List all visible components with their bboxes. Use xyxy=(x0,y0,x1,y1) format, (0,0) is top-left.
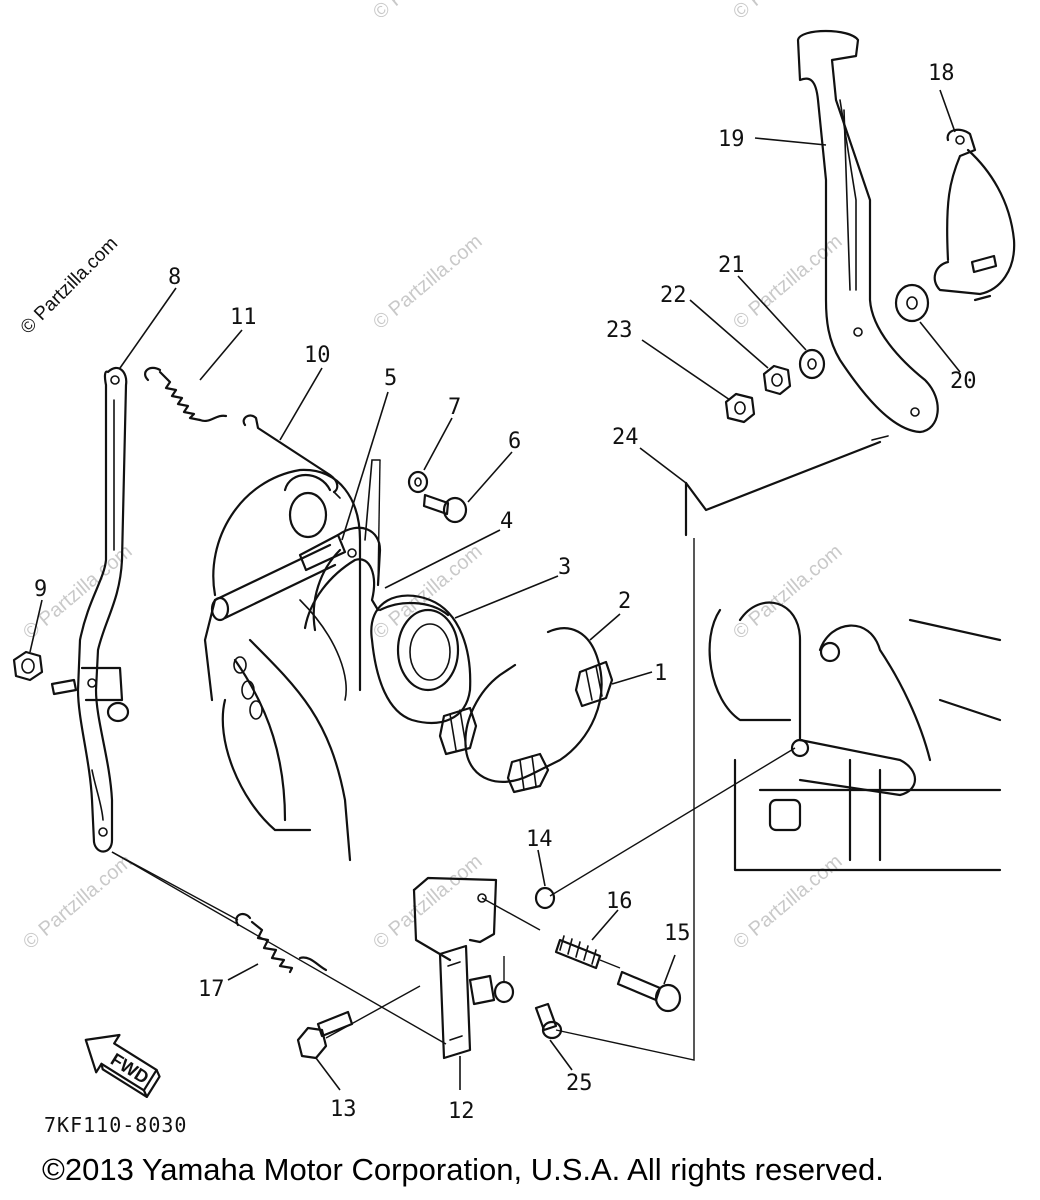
callout-20: 20 xyxy=(950,369,977,394)
part-10-rod xyxy=(242,414,341,499)
assembly-guide-lines xyxy=(111,459,796,1061)
watermark-tile: © Partzilla.com xyxy=(729,0,846,24)
engine-block xyxy=(203,468,362,862)
part-15-bolt xyxy=(616,970,682,1013)
callout-15: 15 xyxy=(664,921,691,946)
callout-25: 25 xyxy=(566,1071,593,1096)
callout-2: 2 xyxy=(618,589,631,614)
engine-right xyxy=(708,601,1002,872)
part-6-bolt xyxy=(422,493,468,524)
copyright-notice: ©2013 Yamaha Motor Corporation, U.S.A. A… xyxy=(42,1152,884,1187)
part-11-spring xyxy=(144,366,228,422)
watermark-tile: © Partzilla.com xyxy=(729,850,846,953)
callout-9: 9 xyxy=(34,577,47,602)
part-17-spring xyxy=(235,912,328,974)
callout-21: 21 xyxy=(718,253,745,278)
watermark-tile: © Partzilla.com xyxy=(369,850,486,953)
watermark-tile: © Partzilla.com xyxy=(729,230,846,333)
watermark-tile: © Partzilla.com xyxy=(19,850,136,953)
part-20-washer xyxy=(894,283,930,323)
part-18-bracket xyxy=(933,128,1016,302)
part-9-nut xyxy=(12,650,44,682)
callout-12: 12 xyxy=(448,1099,475,1124)
part-25-bolt xyxy=(534,1002,563,1040)
callout-22: 22 xyxy=(660,283,687,308)
callout-numbers: 1 2 3 4 5 6 7 8 9 10 11 12 13 14 15 16 1… xyxy=(34,61,977,1124)
callout-5: 5 xyxy=(384,366,397,391)
callout-16: 16 xyxy=(606,889,633,914)
part-24-rod xyxy=(684,435,889,537)
callout-leaders xyxy=(29,89,961,1091)
fwd-arrow: FWD xyxy=(84,1033,161,1098)
watermark-tile: © Partzilla.com xyxy=(729,540,846,643)
callout-10: 10 xyxy=(304,343,331,368)
part-16-spring xyxy=(554,935,602,970)
watermark-tile: © Partzilla.com xyxy=(369,540,486,643)
callout-18: 18 xyxy=(928,61,955,86)
watermark-tile: © Partzilla.com xyxy=(369,230,486,333)
part-3-collar xyxy=(370,594,472,724)
callout-23: 23 xyxy=(606,318,633,343)
callout-7: 7 xyxy=(448,395,461,420)
callout-1: 1 xyxy=(654,661,667,686)
part-2-wire-clip xyxy=(464,627,603,783)
callout-14: 14 xyxy=(526,827,553,852)
callout-3: 3 xyxy=(558,555,571,580)
callout-11: 11 xyxy=(230,305,257,330)
watermark-tile: © Partzilla.com xyxy=(369,0,486,24)
callout-19: 19 xyxy=(718,127,745,152)
part-5-shift-lever xyxy=(298,459,382,632)
part-13-bolt xyxy=(296,1010,354,1060)
callout-24: 24 xyxy=(612,425,639,450)
callout-17: 17 xyxy=(198,977,225,1002)
part-14-washer xyxy=(534,886,556,910)
callout-6: 6 xyxy=(508,429,521,454)
part-8-lever-arm xyxy=(50,366,130,853)
callout-4: 4 xyxy=(500,509,513,534)
part-1-dampers xyxy=(438,660,614,794)
partzilla-watermark: © Partzilla.com xyxy=(17,233,122,338)
part-19-lever xyxy=(796,30,939,434)
callout-8: 8 xyxy=(168,265,181,290)
part-7-washer xyxy=(407,470,429,494)
part-23-nut xyxy=(724,392,756,424)
part-22-nut xyxy=(762,364,792,396)
diagram-code: 7KF110-8030 xyxy=(44,1113,187,1137)
callout-13: 13 xyxy=(330,1097,357,1122)
part-21-washer xyxy=(798,348,826,380)
